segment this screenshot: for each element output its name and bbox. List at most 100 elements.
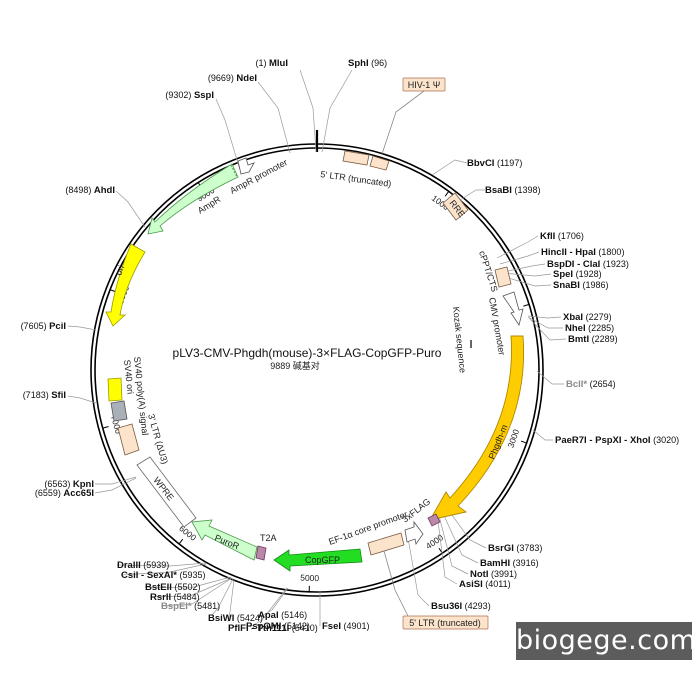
tick-mark	[102, 426, 109, 429]
site-label: (9669) NdeI	[208, 73, 257, 84]
site-label: RsrII (5484)	[150, 592, 200, 603]
site-leader	[431, 159, 468, 176]
ampr-promoter-arrow	[237, 157, 255, 175]
site-leader	[249, 587, 288, 628]
site-leader	[227, 579, 235, 623]
site-leader	[436, 512, 458, 585]
site-label: BspDI - ClaI (1923)	[547, 259, 629, 270]
site-label: SphI (96)	[348, 58, 387, 69]
site-leader	[407, 537, 430, 607]
site-labels: (1) MluI SphI (96) BbvCI (1197) BsaBI (1398…	[21, 58, 680, 634]
site-leader	[160, 577, 233, 607]
tick-label: 5000	[300, 573, 320, 584]
cmv-label: CMV promoter	[487, 297, 507, 356]
site-leader	[95, 476, 137, 485]
site-label: NotI (3991)	[470, 569, 517, 580]
site-leader	[257, 81, 291, 154]
copgfp-arrow	[273, 548, 363, 572]
kozak-mark	[470, 340, 472, 348]
site-label: AsiSI (4011)	[459, 579, 511, 590]
site-label: (1) MluI	[255, 58, 288, 69]
copgfp-label: CopGFP	[305, 555, 340, 565]
site-leader	[528, 317, 567, 341]
ef1a-arrow	[404, 520, 424, 545]
hiv-psi-label: HIV-1 Ψ	[408, 80, 441, 90]
site-leader	[144, 576, 232, 589]
tick-mark	[444, 191, 450, 197]
puror-arrow	[191, 519, 258, 561]
tick-label: 4000	[424, 532, 445, 551]
hiv-psi-leader	[381, 90, 425, 155]
plasmid-title: pLV3-CMV-Phgdh(mouse)-3×FLAG-CopGFP-Puro	[173, 346, 442, 360]
site-leaders	[67, 69, 567, 628]
site-leader	[443, 503, 487, 549]
ltr3-box	[117, 423, 140, 456]
site-label: DraIII (5939)	[117, 560, 169, 571]
ori-label: ori	[113, 264, 126, 277]
flag-box	[427, 513, 441, 527]
sv40-polya-label: SV40 poly(A) signal	[132, 356, 150, 436]
tick-mark	[520, 440, 527, 444]
site-leader	[211, 578, 234, 616]
t2a-box	[255, 545, 267, 561]
site-label: BsaBI (1398)	[485, 185, 540, 196]
site-leader	[437, 511, 469, 575]
site-label: PspOMI (5142)	[246, 621, 310, 632]
ampr-dash	[230, 164, 238, 178]
sv40-ori-label: SV40 ori	[122, 359, 136, 394]
ef1a-box	[367, 532, 405, 556]
phgdh-arrow	[429, 335, 525, 521]
site-label: PflFI - Tth111I (5410)	[228, 623, 318, 634]
sv40-ori-box	[110, 400, 128, 422]
site-leader	[94, 477, 137, 494]
ampr-arrow	[147, 163, 239, 235]
site-leader	[67, 395, 97, 404]
tick-mark	[523, 303, 530, 307]
kozak-label: Kozak sequence	[451, 306, 468, 373]
site-leader	[261, 587, 289, 617]
site-label: SnaBI (1986)	[553, 280, 608, 291]
site-label: Bsu36I (4293)	[431, 601, 491, 612]
wpre-box	[136, 456, 197, 528]
site-label: BbvCI (1197)	[467, 158, 522, 169]
site-label: BclI* (2654)	[566, 379, 616, 390]
site-label: BsrGI (3783)	[488, 543, 542, 554]
site-label: BmtI (2289)	[568, 334, 618, 345]
site-leader	[440, 508, 479, 564]
site-label: (8498) AhdI	[65, 185, 115, 196]
site-label: HincII - HpaI (1800)	[541, 247, 624, 258]
site-leader	[67, 325, 97, 331]
tick-marks: 100020003000400050006000700080009000	[102, 182, 530, 592]
ltr5-box-text: 5' LTR (truncated)	[409, 618, 481, 628]
ltr5-box-label	[402, 615, 489, 630]
site-label: BspEI* (5481)	[161, 601, 220, 612]
ltr5-bottom-leader	[383, 550, 409, 617]
site-label: (6559) Acc65I	[35, 488, 94, 499]
site-leader	[120, 563, 207, 576]
site-leader	[115, 190, 146, 228]
site-label: KflI (1706)	[540, 231, 584, 242]
site-leader	[149, 577, 233, 598]
site-leader	[536, 370, 564, 385]
site-label: BsiWI (5424)	[208, 613, 263, 624]
t2a-label: T2A	[260, 533, 277, 543]
site-leader	[496, 235, 539, 259]
site-label: (9302) SspI	[165, 90, 214, 101]
cmv-arrow	[502, 291, 524, 326]
site-leader	[499, 251, 540, 265]
site-label: XbaI (2279)	[563, 312, 612, 323]
cppt-box	[494, 266, 512, 288]
site-leader	[299, 69, 317, 153]
site-leader	[532, 429, 553, 441]
plasmid-size: 9889 碱基对	[270, 360, 320, 371]
site-label: ApaI (5146)	[258, 610, 307, 621]
watermark: biogege.com	[516, 622, 696, 660]
site-label: (7605) PciI	[21, 321, 66, 332]
site-label: CsiI - SexAI* (5935)	[121, 570, 206, 581]
site-leader	[504, 276, 552, 287]
site-label: BstEII (5502)	[145, 582, 200, 593]
ltr5-box-1	[342, 150, 370, 166]
site-leader	[502, 263, 546, 273]
site-leader	[459, 189, 485, 201]
site-label: FseI (4901)	[322, 621, 370, 632]
